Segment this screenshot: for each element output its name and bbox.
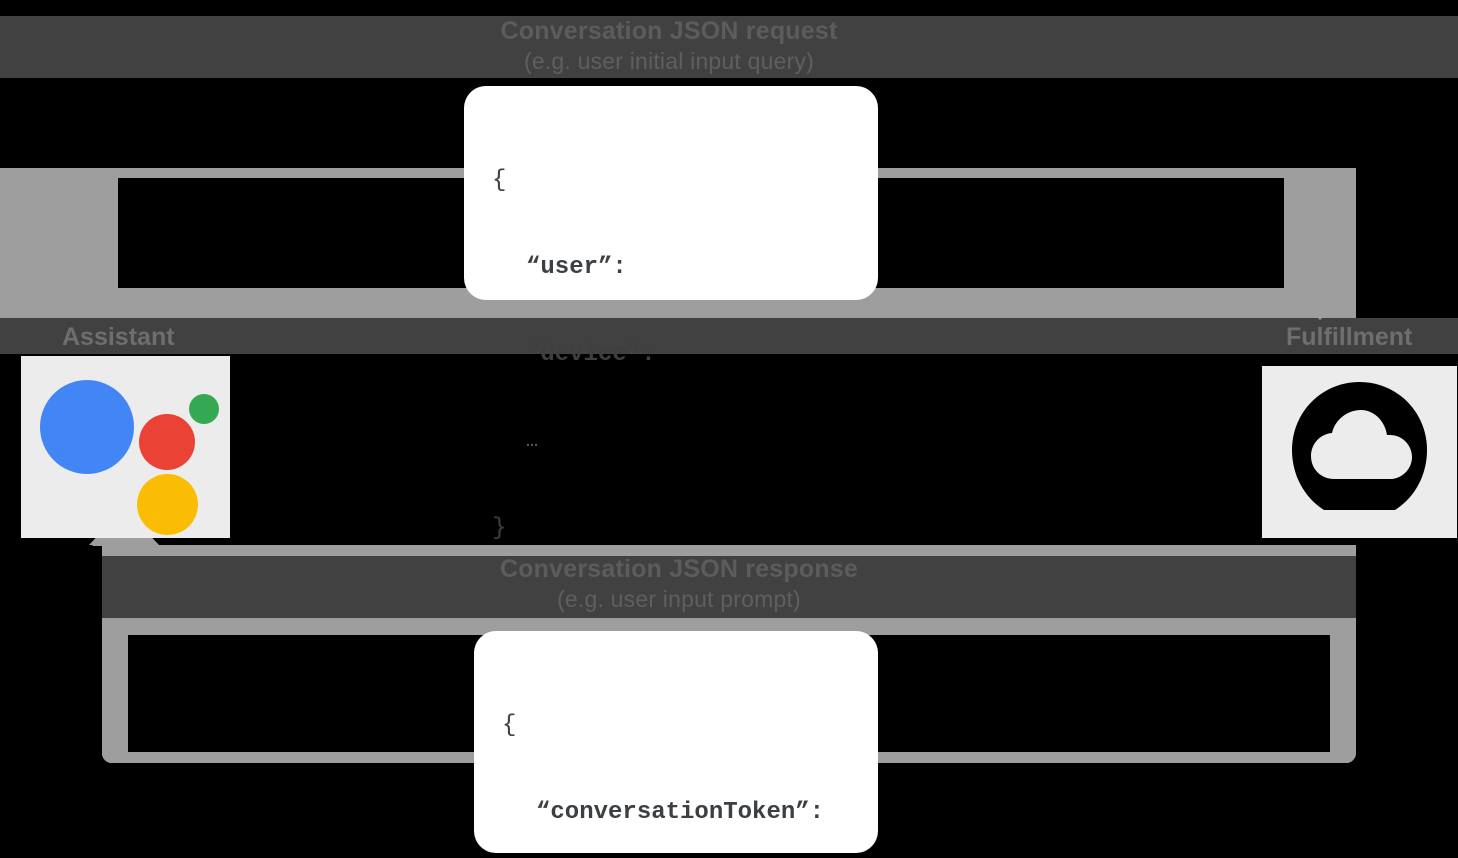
google-cloud-icon — [1262, 366, 1457, 538]
request-flow-subtitle: (e.g. user initial input query) — [523, 47, 814, 74]
assistant-blue-dot-icon — [40, 380, 134, 474]
request-json-key-device: “device”: — [526, 341, 656, 368]
request-arrow-head-icon-top — [1284, 286, 1356, 320]
request-json-open-brace: { — [492, 167, 507, 194]
response-json-key-conversation-token: “conversationToken”: — [536, 799, 825, 826]
google-assistant-icon — [21, 356, 230, 538]
mask-upper-right — [1356, 168, 1458, 322]
mask-top-left — [0, 0, 1458, 14]
assistant-endpoint-label: Assistant — [62, 323, 175, 351]
response-flow-subtitle: (e.g. user input prompt) — [557, 585, 801, 612]
request-json-key-user: “user”: — [526, 254, 627, 281]
request-flow-label: Conversation JSON request (e.g. user ini… — [329, 16, 1009, 75]
mask-lower-left — [0, 545, 102, 763]
response-label-band — [102, 556, 1356, 618]
fulfillment-endpoint-label: Fulfillment — [1286, 323, 1413, 351]
mask-lower-right — [1356, 545, 1458, 763]
assistant-green-dot-icon — [189, 394, 219, 424]
response-json-card: { “conversationToken”: “userStorage”: … … — [474, 631, 878, 853]
request-json-card: { “user”: “device”: … } — [464, 86, 878, 542]
response-json-open-brace: { — [502, 712, 517, 739]
assistant-yellow-dot-icon — [137, 474, 198, 535]
request-json-close-brace: } — [492, 515, 507, 542]
request-json-ellipsis: … — [526, 430, 539, 453]
assistant-red-dot-icon — [139, 414, 195, 470]
response-flow-title: Conversation JSON response — [499, 555, 859, 583]
request-label-band — [0, 16, 1458, 78]
center-divider-band-overlay — [0, 318, 1458, 354]
request-flow-title: Conversation JSON request — [500, 17, 838, 45]
response-flow-label: Conversation JSON response (e.g. user in… — [339, 554, 1019, 613]
request-band-right-edge — [1284, 168, 1356, 288]
